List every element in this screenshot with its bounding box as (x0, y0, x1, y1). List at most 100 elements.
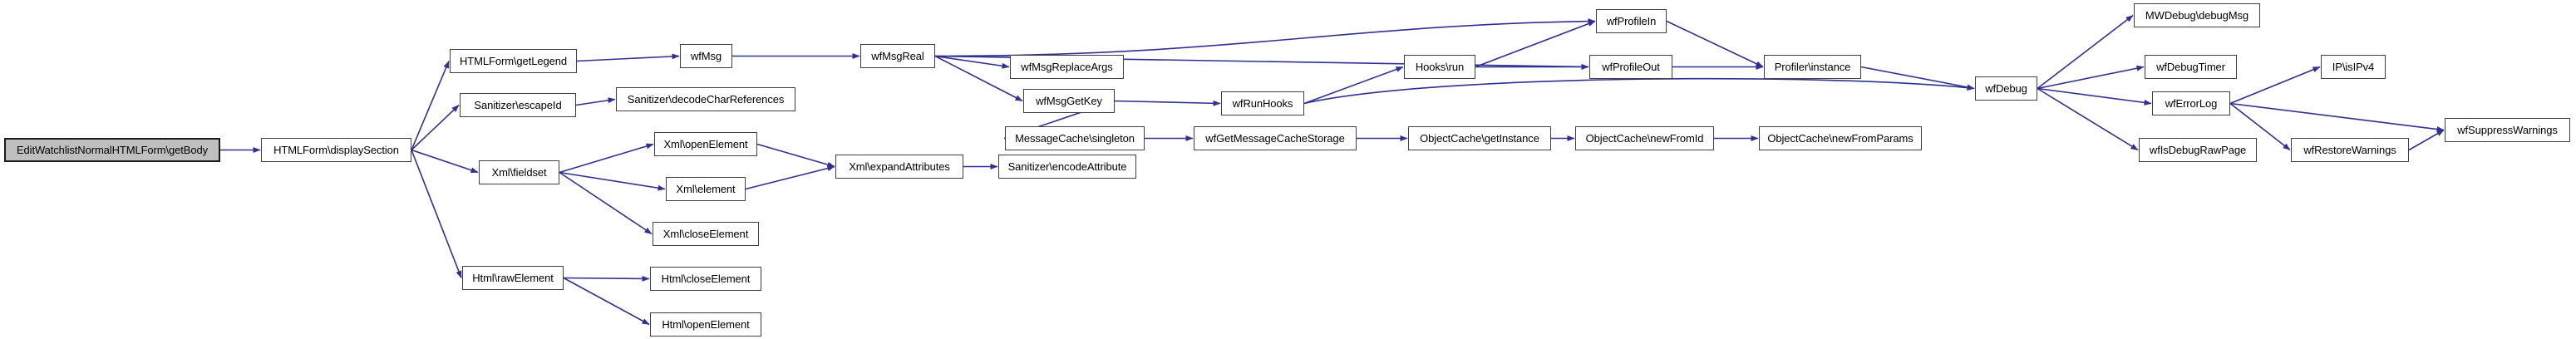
graph-node[interactable]: wfMsgReal (860, 44, 935, 68)
graph-edge (411, 61, 450, 150)
graph-edge (575, 97, 616, 106)
graph-edge (563, 275, 650, 282)
graph-edge (1303, 77, 1975, 105)
graph-node[interactable]: wfIsDebugRawPage (2139, 138, 2257, 162)
graph-edge (1114, 100, 1221, 106)
graph-node-label: Xml\closeElement (662, 228, 749, 240)
graph-edge (934, 18, 1596, 57)
graph-node-label: Html\closeElement (661, 273, 751, 285)
graph-node-label: wfRunHooks (1232, 97, 1293, 110)
graph-node[interactable]: wfRestoreWarnings (2291, 138, 2409, 162)
graph-edge (411, 104, 460, 151)
graph-edge (2037, 14, 2134, 90)
graph-node-label: Profiler\instance (1774, 61, 1851, 73)
graph-edge (2037, 65, 2145, 90)
graph-node[interactable]: MWDebug\debugMsg (2134, 3, 2260, 27)
graph-node-label: Xml\openElement (663, 138, 748, 150)
graph-edge (559, 171, 653, 235)
graph-node[interactable]: wfMsg (680, 44, 732, 68)
graph-node[interactable]: wfSuppressWarnings (2445, 118, 2570, 142)
graph-node-label: ObjectCache\newFromId (1585, 132, 1704, 145)
graph-node-label: wfIsDebugRawPage (2149, 144, 2247, 156)
graph-node[interactable]: wfRunHooks (1221, 91, 1304, 115)
graph-edge (756, 143, 835, 168)
graph-edge (411, 150, 462, 278)
graph-node-label: wfMsgGetKey (1036, 95, 1102, 107)
graph-node[interactable]: Sanitizer\escapeId (460, 93, 576, 117)
graph-edge (2408, 129, 2445, 151)
graph-edge (411, 149, 479, 174)
graph-node[interactable]: Html\rawElement (462, 266, 564, 290)
graph-edge (563, 277, 650, 326)
graph-node[interactable]: HTMLForm\getLegend (450, 49, 577, 73)
graph-node[interactable]: wfDebugTimer (2145, 55, 2237, 79)
graph-node-label: Sanitizer\encodeAttribute (1007, 160, 1127, 173)
graph-node[interactable]: wfProfileOut (1589, 55, 1672, 79)
graph-edge (576, 53, 680, 62)
graph-node-label: MWDebug\debugMsg (2145, 9, 2249, 22)
graph-node[interactable]: Xml\closeElement (653, 222, 759, 246)
graph-node[interactable]: Sanitizer\decodeCharReferences (616, 87, 795, 111)
graph-node-label: Xml\fieldset (491, 166, 547, 179)
graph-node[interactable]: wfProfileIn (1596, 9, 1667, 33)
graph-node-label: wfMsg (690, 50, 722, 62)
graph-node[interactable]: ObjectCache\newFromId (1575, 126, 1714, 150)
graph-node[interactable]: EditWatchlistNormalHTMLForm\getBody (4, 138, 220, 162)
graph-edge (1303, 66, 1404, 105)
graph-edge (1475, 20, 1596, 68)
graph-node-label: wfRestoreWarnings (2303, 144, 2396, 156)
graph-node[interactable]: MessageCache\singleton (1005, 126, 1145, 150)
graph-node[interactable]: HTMLForm\displaySection (261, 138, 411, 162)
graph-node[interactable]: wfDebug (1975, 76, 2037, 101)
graph-node[interactable]: wfGetMessageCacheStorage (1194, 126, 1357, 150)
graph-node[interactable]: IP\isIPv4 (2321, 55, 2386, 79)
graph-edge (1860, 66, 1975, 91)
graph-node-label: wfErrorLog (2165, 97, 2218, 110)
graph-edge (934, 55, 1010, 69)
graph-edge (2037, 87, 2139, 151)
graph-node[interactable]: Html\closeElement (650, 267, 761, 291)
graph-node[interactable]: wfMsgReplaceArgs (1010, 55, 1124, 79)
graph-node-label: wfGetMessageCacheStorage (1205, 132, 1345, 145)
graph-node[interactable]: Html\openElement (650, 312, 761, 337)
graph-node-label: MessageCache\singleton (1015, 132, 1135, 145)
graph-node-label: wfSuppressWarnings (2457, 124, 2558, 136)
graph-node[interactable]: wfErrorLog (2152, 91, 2230, 115)
graph-node-label: Html\rawElement (472, 272, 554, 284)
graph-edge (559, 143, 654, 174)
graph-node[interactable]: Xml\fieldset (479, 160, 559, 184)
graph-node-label: Hooks\run (1415, 61, 1465, 73)
graph-edge (559, 171, 666, 191)
graph-node-label: HTMLForm\getLegend (460, 55, 567, 67)
graph-node-label: ObjectCache\getInstance (1420, 132, 1539, 145)
graph-node-label: Sanitizer\decodeCharReferences (627, 93, 785, 106)
graph-node-label: Html\openElement (662, 318, 750, 331)
graph-edge (2229, 102, 2445, 132)
graph-edge (745, 165, 835, 190)
graph-node[interactable]: Xml\element (666, 177, 746, 201)
graph-node-label: Xml\expandAttributes (849, 160, 950, 173)
graph-node-label: EditWatchlistNormalHTMLForm\getBody (16, 144, 209, 156)
graph-node-label: Sanitizer\escapeId (474, 99, 562, 111)
graph-node-label: wfProfileIn (1606, 15, 1657, 27)
graph-node[interactable]: Profiler\instance (1764, 55, 1861, 79)
graph-node[interactable]: Xml\openElement (654, 132, 757, 156)
graph-node[interactable]: Sanitizer\encodeAttribute (998, 155, 1136, 179)
graph-node-label: ObjectCache\newFromParams (1767, 132, 1914, 145)
graph-node[interactable]: ObjectCache\newFromParams (1759, 126, 1922, 150)
graph-node-label: wfProfileOut (1602, 61, 1660, 73)
graph-node[interactable]: ObjectCache\getInstance (1408, 126, 1551, 150)
graph-edge (2229, 66, 2321, 105)
graph-node-label: IP\isIPv4 (2332, 61, 2375, 73)
graph-node-label: wfMsgReal (871, 50, 924, 62)
graph-node-label: wfDebugTimer (2156, 61, 2225, 73)
graph-node-label: wfMsgReplaceArgs (1021, 61, 1113, 73)
graph-node[interactable]: Xml\expandAttributes (835, 155, 963, 179)
graph-node-label: wfDebug (1985, 82, 2027, 95)
graph-node[interactable]: Hooks\run (1404, 55, 1475, 79)
graph-edge (1666, 20, 1764, 68)
graph-node-label: Xml\element (676, 183, 736, 195)
graph-node[interactable]: wfMsgGetKey (1023, 89, 1115, 113)
